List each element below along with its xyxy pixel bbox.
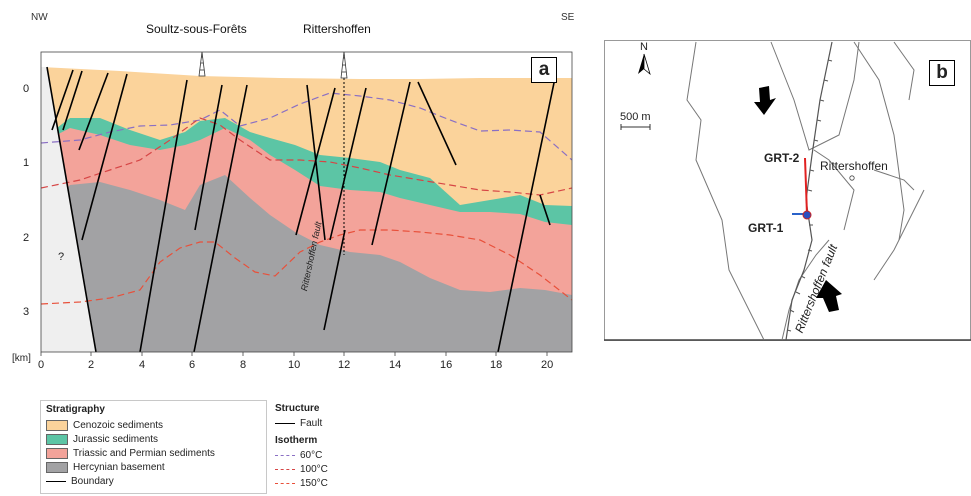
direction-nw: NW xyxy=(31,12,48,23)
x-tick-14: 14 xyxy=(389,359,402,371)
legend-label: 150°C xyxy=(300,477,328,489)
line-iso-100 xyxy=(275,468,295,470)
rig-soultz-icon xyxy=(198,51,206,77)
arrow-up-icon xyxy=(816,280,842,312)
direction-se: SE xyxy=(561,12,575,23)
swatch-triassic xyxy=(46,447,68,459)
legend-label: Fault xyxy=(300,417,323,429)
plot-frame xyxy=(40,51,573,353)
x-tick-16: 16 xyxy=(440,359,453,371)
legend-label: Triassic and Permian sediments xyxy=(73,447,215,459)
y-tick-1: 1 xyxy=(23,157,30,169)
legend-item: Boundary xyxy=(46,474,215,488)
x-axis-ticks xyxy=(40,352,548,356)
x-tick-4: 4 xyxy=(139,359,146,371)
x-tick-0: 0 xyxy=(38,359,45,371)
north-arrow-icon xyxy=(638,53,651,76)
north-label: N xyxy=(640,41,648,53)
legend-item: Fault xyxy=(275,416,328,430)
cross-section xyxy=(40,51,573,356)
location-soultz: Soultz-sous-Forêts xyxy=(146,22,247,36)
legend-item: 100°C xyxy=(275,462,328,476)
line-iso-60 xyxy=(275,454,295,456)
map-panel xyxy=(604,40,971,341)
swatch-jurassic xyxy=(46,433,68,445)
legend-stratigraphy-title: Stratigraphy xyxy=(46,404,105,415)
unknown-question-mark: ? xyxy=(58,251,65,263)
legend-label: Cenozoic sediments xyxy=(73,419,164,431)
x-tick-6: 6 xyxy=(189,359,196,371)
map-lines xyxy=(686,41,925,341)
legend-item: Jurassic sediments xyxy=(46,432,215,446)
x-tick-12: 12 xyxy=(338,359,351,371)
town-marker xyxy=(849,175,855,181)
rig-rittershoffen-icon xyxy=(340,51,348,79)
legend-label: 60°C xyxy=(300,449,323,461)
legend-label: 100°C xyxy=(300,463,328,475)
wellhead-marker xyxy=(802,210,812,220)
y-unit-label: [km] xyxy=(12,353,31,364)
y-tick-0: 0 xyxy=(23,83,30,95)
x-tick-2: 2 xyxy=(88,359,95,371)
x-tick-10: 10 xyxy=(288,359,301,371)
fault-ticks xyxy=(786,59,833,332)
panel-a-tag: a xyxy=(531,57,557,83)
legend-stratigraphy: Stratigraphy Cenozoic sediments Jurassic… xyxy=(40,400,267,494)
location-rittershoffen: Rittershoffen xyxy=(303,22,371,36)
town-label: Rittershoffen xyxy=(820,159,888,173)
legend-label: Boundary xyxy=(71,475,114,487)
line-fault xyxy=(275,422,295,424)
faults xyxy=(46,66,556,352)
legend-item: 60°C xyxy=(275,448,328,462)
legend-structure: Structure Fault Isotherm 60°C 100°C 150°… xyxy=(275,403,328,490)
legend-item: Cenozoic sediments xyxy=(46,418,215,432)
y-tick-3: 3 xyxy=(23,306,30,318)
legend-isotherm-title: Isotherm xyxy=(275,435,318,446)
legend-label: Jurassic sediments xyxy=(73,433,159,445)
layer-basement xyxy=(41,175,572,352)
line-boundary xyxy=(46,480,66,482)
swatch-basement xyxy=(46,461,68,473)
legend-structure-title: Structure xyxy=(275,403,320,414)
swatch-cenozoic xyxy=(46,419,68,431)
scale-label: 500 m xyxy=(620,111,651,123)
x-tick-18: 18 xyxy=(490,359,503,371)
legend-label: Hercynian basement xyxy=(73,461,165,473)
x-tick-20: 20 xyxy=(541,359,554,371)
x-tick-8: 8 xyxy=(240,359,247,371)
panel-b-tag: b xyxy=(929,60,955,86)
isotherm-60 xyxy=(41,92,572,161)
well-label-grt1: GRT-1 xyxy=(748,221,784,235)
line-iso-150 xyxy=(275,482,295,484)
unknown-wedge xyxy=(41,67,96,352)
legend-item: 150°C xyxy=(275,476,328,490)
isotherm-100 xyxy=(41,117,572,196)
legend-item: Hercynian basement xyxy=(46,460,215,474)
y-tick-2: 2 xyxy=(23,232,30,244)
map-fault xyxy=(785,41,833,341)
well-label-grt2: GRT-2 xyxy=(764,151,800,165)
well-path-grt xyxy=(804,157,808,216)
legend-item: Triassic and Permian sediments xyxy=(46,446,215,460)
arrow-down-icon xyxy=(754,86,776,115)
